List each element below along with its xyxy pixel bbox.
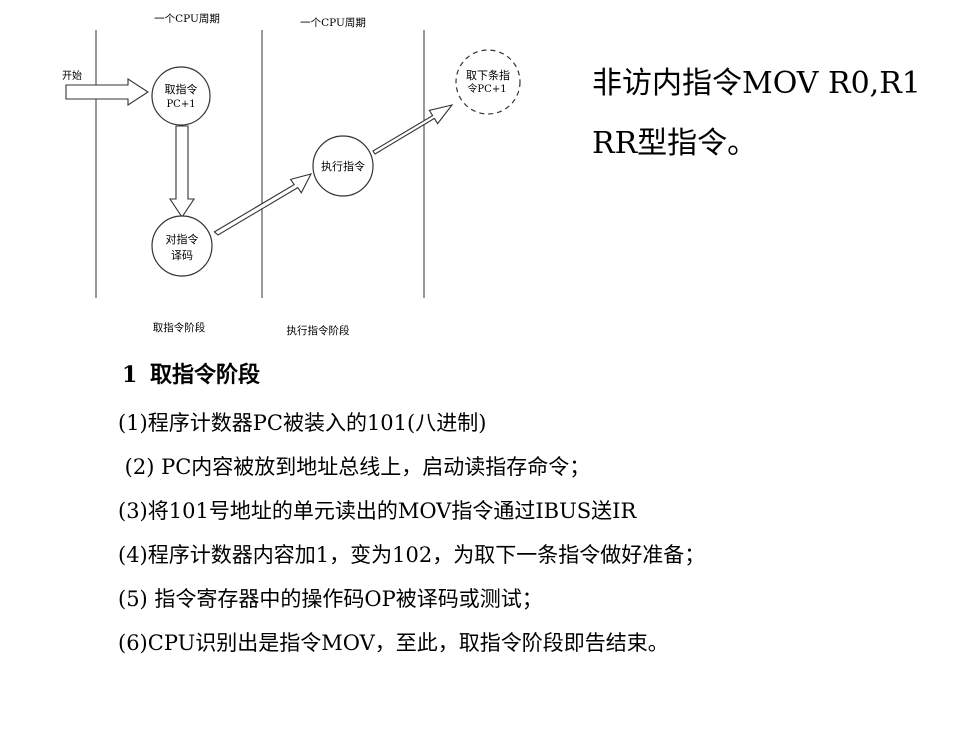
cycle-label-1: 一个CPU周期	[154, 13, 220, 25]
section-title: 取指令阶段	[150, 362, 261, 388]
execute-to-next-arrow	[372, 104, 454, 155]
instruction-description: 非访内指令MOV R0,R1	[592, 66, 921, 101]
step-item: (6)CPU识别出是指令MOV，至此，取指令阶段即告结束。	[118, 631, 669, 655]
next-node-line-1: 取下条指	[466, 68, 510, 82]
execute-node-label: 执行指令	[321, 159, 365, 173]
start-arrow	[65, 77, 150, 107]
phase-label-fetch: 取指令阶段	[153, 321, 206, 334]
section-number: 1	[122, 362, 138, 388]
fetch-node	[151, 66, 211, 126]
start-label: 开始	[62, 69, 82, 82]
fetch-node-line-1: 取指令	[165, 82, 198, 96]
next-node-line-2: 令PC+1	[467, 82, 506, 95]
fetch-to-decode-arrow	[168, 125, 196, 218]
step-item: (2) PC内容被放到地址总线上，启动读指存命令；	[118, 455, 591, 479]
decode-node	[151, 215, 213, 277]
decode-node-line-1: 对指令	[166, 232, 199, 246]
step-item: (5) 指令寄存器中的操作码OP被译码或测试；	[118, 587, 543, 611]
fetch-node-line-2: PC+1	[166, 99, 195, 110]
step-item: (3)将101号地址的单元读出的MOV指令通过IBUS送IR	[118, 499, 637, 523]
step-list: (1)程序计数器PC被装入的101(八进制) (2) PC内容被放到地址总线上，…	[118, 408, 705, 672]
section-heading: 1 取指令阶段	[122, 360, 260, 390]
decode-node-line-2: 译码	[171, 249, 193, 262]
instruction-type: RR型指令。	[592, 126, 758, 161]
execute-node	[312, 135, 374, 197]
instruction-cycle-diagram: 一个CPU周期 一个CPU周期 开始 取指令 PC+1 对指令 译码 执行指令 …	[62, 13, 521, 337]
step-item: (1)程序计数器PC被装入的101(八进制)	[118, 411, 487, 435]
phase-label-execute: 执行指令阶段	[287, 324, 350, 337]
decode-to-execute-arrow	[213, 173, 313, 236]
step-item: (4)程序计数器内容加1，变为102，为取下一条指令做好准备；	[118, 543, 706, 567]
cycle-label-2: 一个CPU周期	[300, 17, 366, 29]
next-fetch-node	[455, 49, 521, 115]
